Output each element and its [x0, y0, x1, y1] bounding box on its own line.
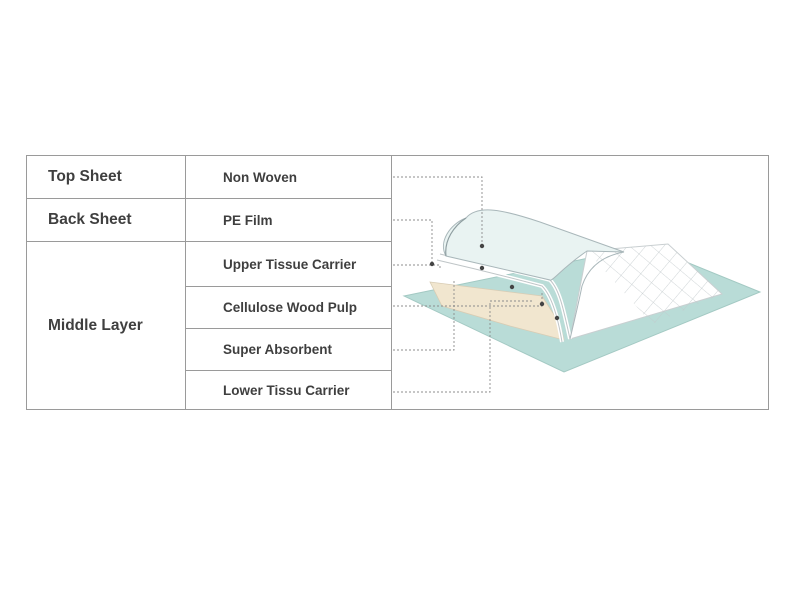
category-label: Middle Layer — [48, 317, 143, 334]
material-label: Upper Tissue Carrier — [223, 256, 357, 272]
category-label: Top Sheet — [48, 168, 122, 185]
layer-diagram: Top Sheet Back Sheet Middle Layer Non Wo… — [26, 155, 769, 410]
material-lower-tissue-carrier: Lower Tissu Carrier — [185, 371, 391, 410]
leader-dots — [429, 243, 560, 321]
pad-layers-illustration — [393, 176, 762, 393]
material-non-woven: Non Woven — [185, 156, 391, 199]
material-label: Super Absorbent — [223, 342, 333, 357]
top-sheet-roll — [443, 209, 625, 281]
category-label: Back Sheet — [48, 211, 132, 228]
material-pe-film: PE Film — [185, 199, 391, 242]
material-super-absorbent: Super Absorbent — [185, 329, 391, 371]
material-cellulose-wood-pulp: Cellulose Wood Pulp — [185, 287, 391, 329]
category-back-sheet: Back Sheet — [27, 199, 185, 242]
category-column: Top Sheet Back Sheet Middle Layer — [27, 156, 186, 409]
category-top-sheet: Top Sheet — [27, 156, 185, 199]
material-label: PE Film — [223, 212, 273, 228]
category-middle-layer: Middle Layer — [27, 242, 185, 410]
material-label: Non Woven — [223, 169, 297, 185]
material-column: Non Woven PE Film Upper Tissue Carrier C… — [185, 156, 392, 409]
material-upper-tissue-carrier: Upper Tissue Carrier — [185, 242, 391, 287]
material-label: Cellulose Wood Pulp — [223, 300, 358, 315]
material-label: Lower Tissu Carrier — [223, 383, 350, 398]
